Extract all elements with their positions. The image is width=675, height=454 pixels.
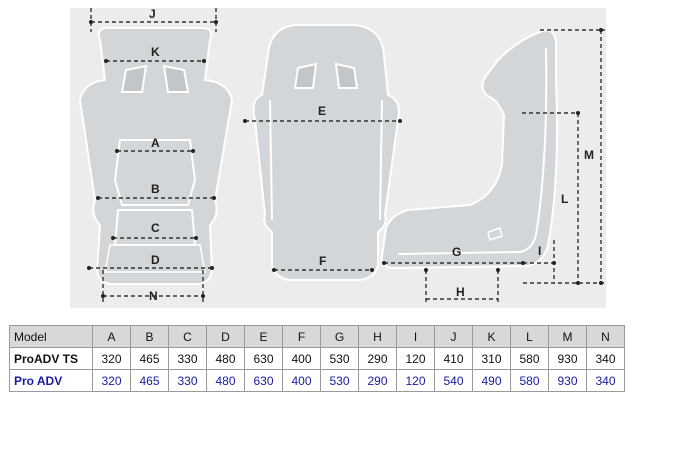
table-cell: 530 [320,369,359,392]
back-belt-slot-left [293,62,318,89]
table-cell: 410 [434,347,473,370]
table-cell: 490 [472,369,511,392]
header-col: M [548,325,587,348]
table-row: Pro ADV 320 465 330 480 630 400 530 290 … [9,369,625,392]
table-cell: 540 [434,369,473,392]
seat-dimension-diagram: J K A B C D N E F G H I L M [70,7,606,308]
table-cell: 930 [548,369,587,392]
table-cell: 400 [282,369,321,392]
header-col: F [282,325,321,348]
header-col: H [358,325,397,348]
header-model: Model [9,325,93,348]
header-col: C [168,325,207,348]
label-k: K [151,45,160,59]
label-h: H [456,285,465,299]
table-cell: 120 [396,369,435,392]
table-cell: 465 [130,369,169,392]
table-cell: 580 [510,347,549,370]
table-cell: 480 [206,347,245,370]
dimension-dots [87,20,603,298]
header-col: B [130,325,169,348]
dimension-labels: J K A B C D N E F G H I L M [149,7,594,303]
label-l: L [561,192,568,206]
table-cell: 290 [358,369,397,392]
side-view-seat [380,29,558,270]
table-cell: 630 [244,369,283,392]
front-belt-slot-left [120,64,148,93]
header-col: L [510,325,549,348]
table-row: ProADV TS 320 465 330 480 630 400 530 29… [9,347,625,370]
front-belt-slot-right [162,64,190,93]
header-col: N [586,325,625,348]
label-j: J [149,7,156,21]
label-g: G [452,245,461,259]
table-cell: 120 [396,347,435,370]
table-cell: 310 [472,347,511,370]
table-header-row: Model A B C D E F G H I J K L M N [9,325,625,348]
table-cell: 340 [586,369,625,392]
header-col: E [244,325,283,348]
table-cell: 320 [92,369,131,392]
label-c: C [151,221,160,235]
table-cell: 630 [244,347,283,370]
label-b: B [151,182,160,196]
header-col: A [92,325,131,348]
label-a: A [151,136,160,150]
header-col: I [396,325,435,348]
table-cell: 330 [168,347,207,370]
table-cell: 930 [548,347,587,370]
table-cell: 400 [282,347,321,370]
header-col: K [472,325,511,348]
table-cell: 340 [586,347,625,370]
row-model: ProADV TS [9,347,93,370]
dimensions-table: Model A B C D E F G H I J K L M N ProADV… [9,325,625,392]
header-col: D [206,325,245,348]
table-cell: 330 [168,369,207,392]
label-e: E [318,104,326,118]
table-cell: 580 [510,369,549,392]
header-col: J [434,325,473,348]
label-n: N [149,289,158,303]
row-model: Pro ADV [9,369,93,392]
label-d: D [151,253,160,267]
back-belt-slot-right [334,62,359,89]
label-i: I [538,244,541,258]
label-m: M [584,148,594,162]
table-cell: 290 [358,347,397,370]
label-f: F [319,254,326,268]
table-cell: 530 [320,347,359,370]
header-col: G [320,325,359,348]
table-cell: 465 [130,347,169,370]
table-cell: 320 [92,347,131,370]
table-cell: 480 [206,369,245,392]
back-view-seat [252,24,400,281]
